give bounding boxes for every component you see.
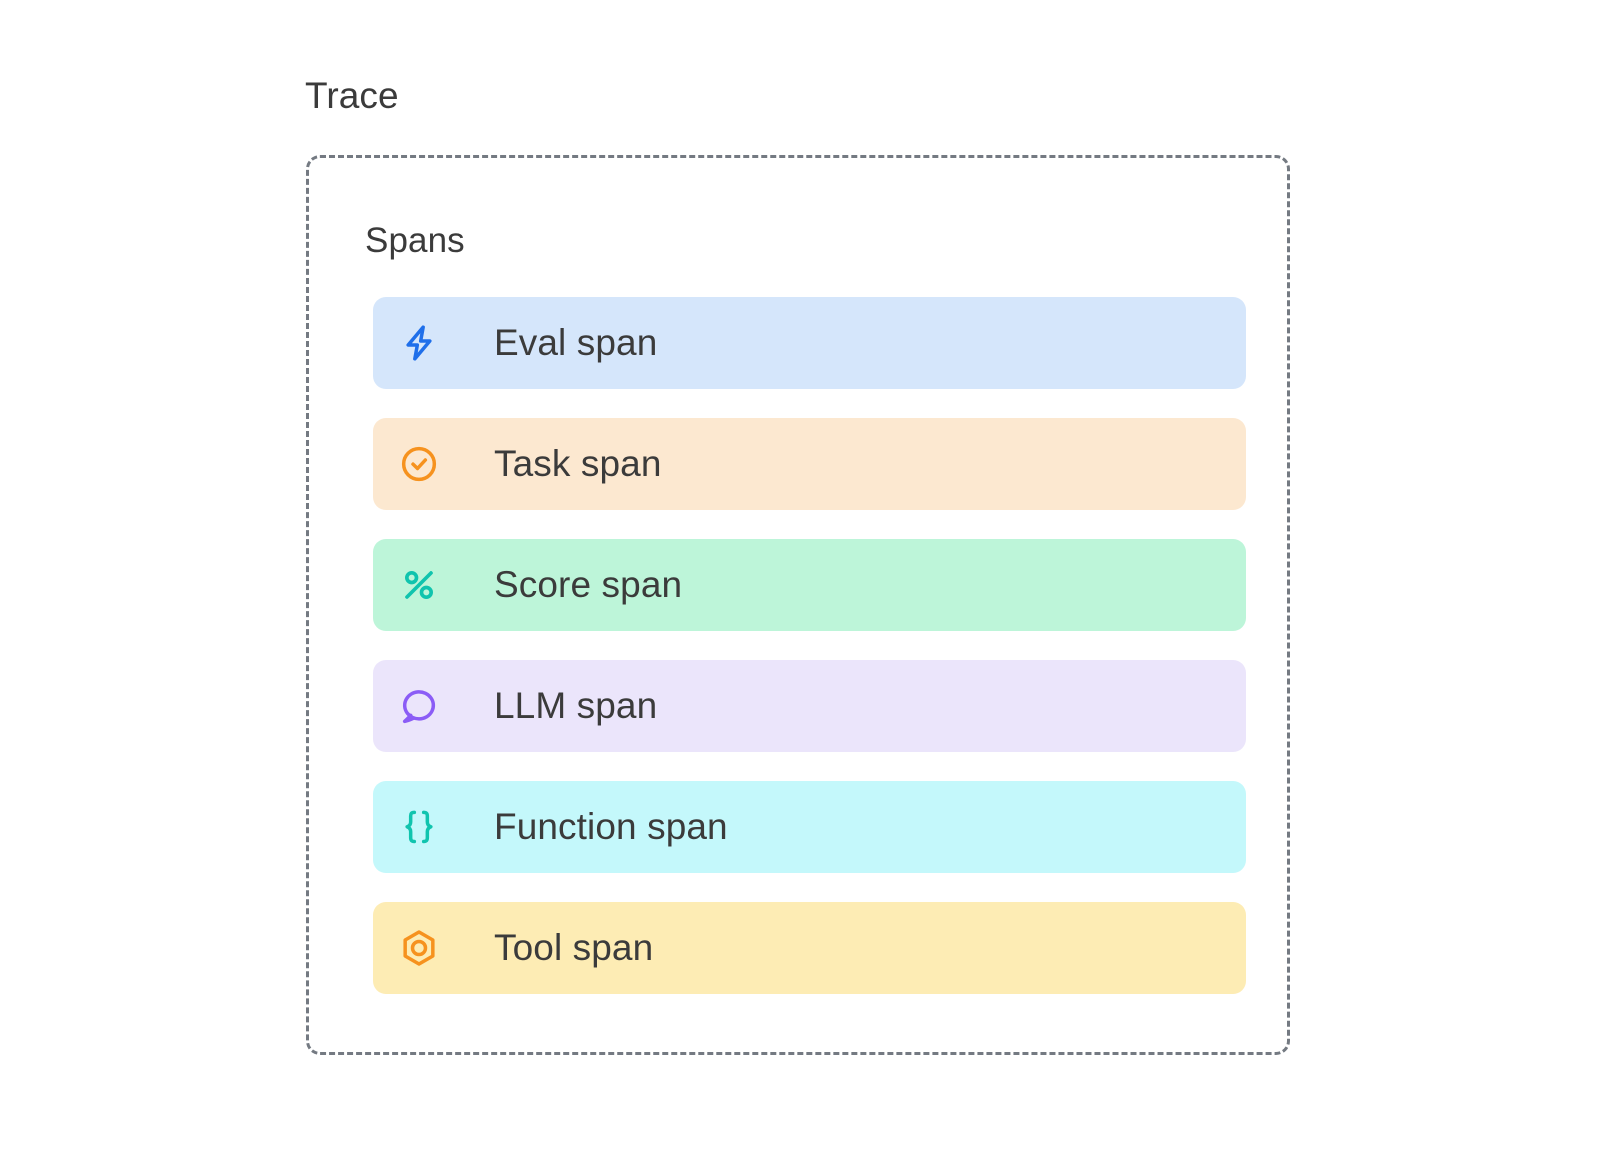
span-row-task[interactable]: Task span [373,418,1246,510]
span-label: Score span [494,564,683,605]
span-label: Tool span [494,927,654,968]
circle-check-icon [399,444,439,484]
lightning-bolt-icon [399,323,439,363]
span-row-score[interactable]: Score span [373,539,1246,631]
span-label: Task span [494,443,662,484]
span-row-llm[interactable]: LLM span [373,660,1246,752]
percent-icon [399,565,439,605]
trace-label: Trace [305,75,399,116]
span-row-function[interactable]: Function span [373,781,1246,873]
span-label: Function span [494,806,728,847]
speech-bubble-icon [399,686,439,726]
spans-list: Eval span Task span [373,297,1246,994]
curly-braces-icon [399,807,439,847]
span-label: LLM span [494,685,658,726]
span-label: Eval span [494,322,658,363]
span-row-tool[interactable]: Tool span [373,902,1246,994]
spans-heading: Spans [365,221,465,260]
hexagon-target-icon [399,928,439,968]
trace-container: Spans Eval span Task s [306,155,1290,1055]
span-row-eval[interactable]: Eval span [373,297,1246,389]
